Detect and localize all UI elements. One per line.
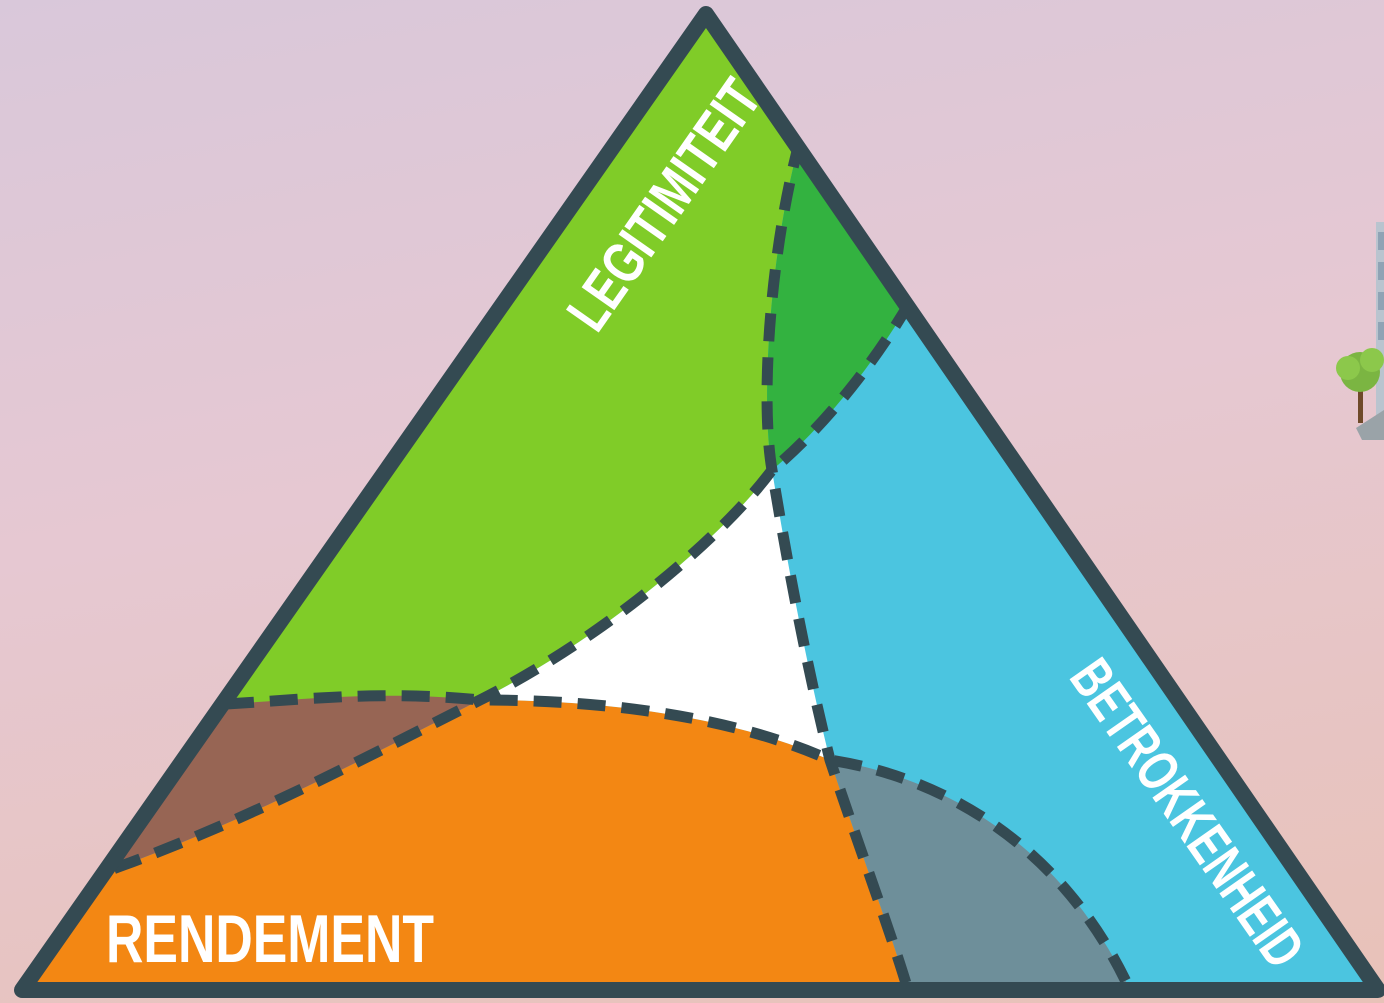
building-illustration [1336, 222, 1384, 440]
dashed-boundary-betrokkenheid [108, 299, 915, 876]
legitimiteit-betrokkenheid-overlap [767, 140, 910, 470]
dashed-boundary-rendement [225, 690, 1135, 990]
center-region [480, 470, 830, 760]
triangle-outline [14, 6, 1384, 998]
dashed-boundary-legitimiteit [761, 138, 914, 990]
label-rendement: RENDEMENT [106, 901, 434, 977]
legitimiteit-region [226, 14, 800, 710]
dashed-boundaries [108, 138, 1135, 990]
rendement-region [22, 700, 908, 990]
rendement-betrokkenheid-overlap [830, 760, 1130, 990]
